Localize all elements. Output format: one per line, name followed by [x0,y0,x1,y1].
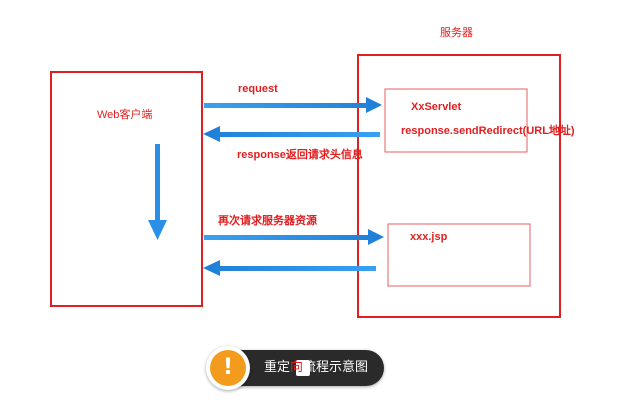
response-arrow [203,126,380,142]
warning-glyph: ! [222,355,234,380]
servlet-box [384,88,528,153]
warning-badge: ! [206,346,250,390]
caption-text-before: 重定 [264,360,291,375]
server-title: 服务器 [440,27,473,39]
client-box [50,71,203,307]
send-redirect-label: response.sendRedirect(URL地址) [401,125,575,137]
caption-text: 重定向流程示意图 [264,350,368,386]
second-response-arrow [203,260,376,276]
caption-text-after: 流程示意图 [303,360,369,375]
jsp-box [387,223,531,287]
response-header-label: response返回请求头信息 [237,149,363,161]
request-label: request [238,83,278,95]
request-arrow [204,97,382,113]
client-title: Web客户端 [97,109,153,121]
second-request-label: 再次请求服务器资源 [218,215,317,227]
client-flow-arrow [148,144,167,240]
jsp-label: xxx.jsp [410,231,448,243]
caption-highlight [296,360,310,376]
server-box [357,54,561,318]
caption-text-highlight: 向 [290,360,304,375]
second-request-arrow [204,229,384,245]
warning-icon: ! [210,350,246,386]
servlet-label: XxServlet [411,101,462,113]
